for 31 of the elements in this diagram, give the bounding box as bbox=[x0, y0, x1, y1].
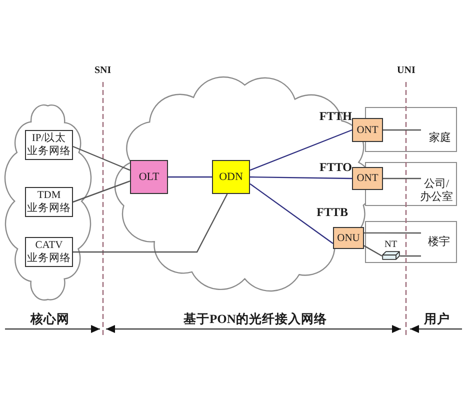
branch-label: FTTB bbox=[316, 206, 348, 219]
segment-label: 用户 bbox=[424, 312, 450, 326]
premises-label: 楼宇 bbox=[428, 236, 450, 248]
premises-label: 公司/办公室 bbox=[420, 178, 453, 204]
connector-line bbox=[72, 146, 130, 171]
connector-line bbox=[250, 176, 352, 180]
device-label: NT bbox=[384, 240, 398, 250]
interface-label: SNI bbox=[94, 65, 112, 77]
network-box: CATV业务网络 bbox=[25, 237, 73, 267]
branch-label: FTTO bbox=[320, 161, 352, 174]
network-box: TDM业务网络 bbox=[25, 187, 73, 217]
segment-label: 基于PON的光纤接入网络 bbox=[184, 312, 327, 326]
connector-line bbox=[250, 183, 334, 244]
connector-line bbox=[364, 245, 382, 257]
connector-line bbox=[400, 255, 421, 257]
equipment-box: ONT bbox=[352, 167, 383, 190]
connector-line bbox=[250, 129, 352, 171]
connector-line bbox=[72, 180, 130, 203]
connector-line bbox=[364, 232, 421, 234]
branch-label: FTTH bbox=[319, 110, 352, 123]
premises-label: 家庭 bbox=[429, 132, 451, 145]
network-box: IP/以太业务网络 bbox=[25, 130, 73, 160]
connector-line bbox=[383, 129, 421, 131]
premises-box bbox=[365, 221, 457, 263]
interface-label: UNI bbox=[397, 65, 416, 77]
equipment-box: OLT bbox=[130, 160, 168, 194]
equipment-box: ONU bbox=[333, 227, 364, 249]
equipment-box: ODN bbox=[212, 160, 250, 194]
equipment-box: ONT bbox=[352, 118, 383, 142]
segment-label: 核心网 bbox=[30, 312, 70, 326]
connector-line bbox=[168, 176, 212, 178]
